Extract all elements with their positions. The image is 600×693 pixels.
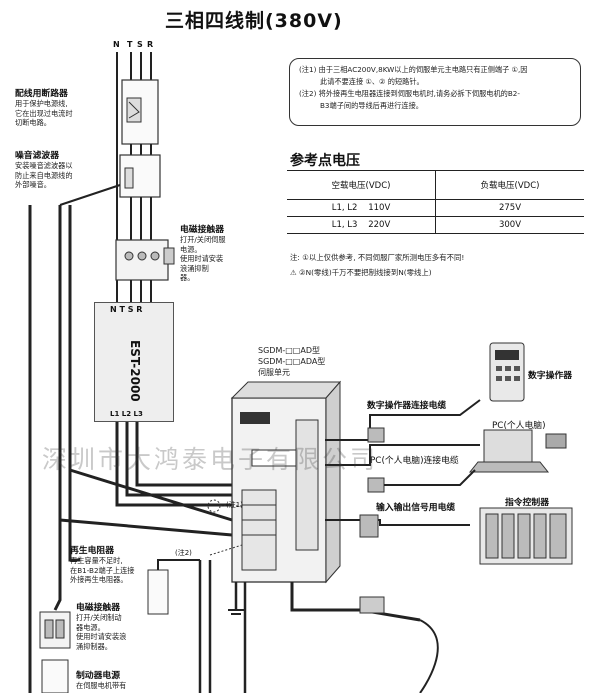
ref-header-noload: 空载电压(VDC) [287,170,436,200]
warning-2-text: ②N(零线)千万不要把制线接到N(零线上) [299,268,432,277]
brake-desc: 在伺服电机带有 [76,681,127,690]
ref-terminals: L1, L2 [331,203,358,213]
est-input-terminals: N T S R [110,305,143,314]
warning-triangle-icon: ⚠ [290,268,297,277]
operator-cable-label: 数字操作器连接电缆 [367,401,447,411]
est-2000-box [94,302,174,422]
controller-label: 指令控制器 [505,498,549,508]
ref-noload-value: 220V [368,220,391,230]
note-1a: (注1) 由于三相AC200V,8KW以上的伺服单元主电路只有正侧端子 ①,因 [299,65,528,74]
digital-operator-label: 数字操作器 [528,371,572,381]
breaker-label: 配线用断路器 [15,89,68,99]
regen-desc: 再生容量不足时, 在B1-B2端子上连接 外接再生电阻器。 [70,556,135,584]
filter-label: 噪音滤波器 [15,151,59,161]
note2-callout: (注2) [175,549,192,557]
phase-t-label: T [127,40,133,49]
warning-1: 注: ①以上仅供参考, 不同伺服厂家所测电压多有不同! [290,253,465,262]
reference-table: 空载电压(VDC) 负载电压(VDC) L1, L2 110V 275V L1,… [287,170,584,234]
regen-resistor-box [147,569,169,615]
phase-s-label: S [137,40,143,49]
contactor1-desc: 打开/关闭伺服 电源。 使用时请安装 浪涌抑制 器。 [180,235,226,282]
warning-2: ⚠ ②N(零线)千万不要把制线接到N(零线上) [290,267,432,278]
brake-label: 制动器电源 [76,671,120,681]
page-title: 三相四线制(380V) [165,10,343,32]
breaker-desc: 用于保护电源线, 它在出现过电流时 切断电路。 [15,99,73,127]
ref-terminals: L1, L3 [331,220,358,230]
ref-load-value: 275V [435,199,584,217]
table-row: L1, L3 220V 300V [287,216,584,234]
filter-desc: 安装噪音滤波器以 防止来自电源线的 外部噪音。 [15,161,73,189]
est-label: EST-2000 [128,340,142,402]
note-1b: 此请不要连接 ①、② 的短路针。 [320,77,424,86]
phase-r-label: R [147,40,154,49]
reference-title: 参考点电压 [290,153,360,169]
ref-header-load: 负载电压(VDC) [435,170,584,200]
contactor2-label: 电磁接触器 [76,603,120,613]
est-output-terminals: L1 L2 L3 [110,410,143,418]
contactor2-desc: 打开/关闭制动 器电源。 使用时请安装浪 涌抑制器。 [76,613,127,651]
brake-box [41,659,69,693]
regen-label: 再生电阻器 [70,546,114,556]
notes-box [289,58,581,126]
phase-n-label: N [113,40,120,49]
note1-callout: (注1) [226,501,243,509]
ref-noload-value: 110V [368,203,391,213]
table-row: L1, L2 110V 275V [287,199,584,217]
pc-cable-label: PC(个人电脑)连接电缆 [370,456,459,466]
note-2b: B3端子间的导线后再进行连接。 [320,101,423,110]
pc-label: PC(个人电脑) [492,421,546,431]
ref-load-value: 300V [435,216,584,234]
servo-label: SGDM-□□AD型 SGDM-□□ADA型 伺服单元 [258,346,326,377]
io-cable-label: 输入输出信号用电缆 [376,503,456,513]
note-2a: (注2) 将外接再生电阻器连接到伺服电机时,请务必拆下伺服电机的B2- [299,89,520,98]
contactor1-label: 电磁接触器 [180,225,224,235]
pc-laptop [483,429,533,463]
watermark: 深圳市大鸿泰电子有限公司 [42,445,379,474]
